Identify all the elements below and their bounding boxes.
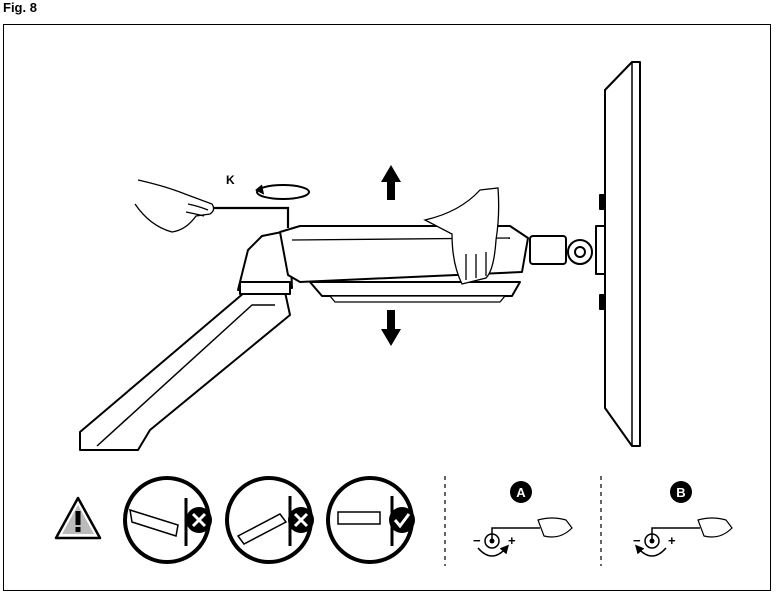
example-wrong-1 — [123, 476, 212, 564]
hand-icon — [697, 517, 733, 538]
adjust-panel-a: A − + — [473, 481, 573, 557]
hand-icon — [537, 517, 573, 538]
warning-triangle-icon — [54, 496, 102, 540]
example-wrong-2 — [225, 476, 314, 564]
plus-sign: + — [668, 533, 676, 548]
check-icon — [389, 507, 415, 533]
monitor-arm — [79, 61, 641, 451]
hand-right-icon — [423, 187, 500, 285]
minus-sign: − — [633, 533, 641, 548]
adjust-label-b: B — [676, 485, 685, 500]
figure-label: Fig. 8 — [3, 0, 37, 15]
cross-icon — [288, 507, 314, 533]
arrow-up-icon — [381, 165, 401, 200]
adjust-label-a: A — [516, 485, 526, 500]
tool-label: K — [226, 173, 235, 187]
plus-sign: + — [508, 533, 516, 548]
adjust-panel-b: B − + — [633, 481, 733, 557]
rotate-icon — [255, 184, 310, 200]
example-correct — [326, 476, 415, 564]
figure-frame — [3, 24, 771, 591]
cross-icon — [186, 507, 212, 533]
hand-left-icon — [134, 179, 215, 233]
minus-sign: − — [473, 533, 481, 548]
allen-key — [212, 206, 290, 228]
arrow-down-icon — [381, 310, 401, 346]
